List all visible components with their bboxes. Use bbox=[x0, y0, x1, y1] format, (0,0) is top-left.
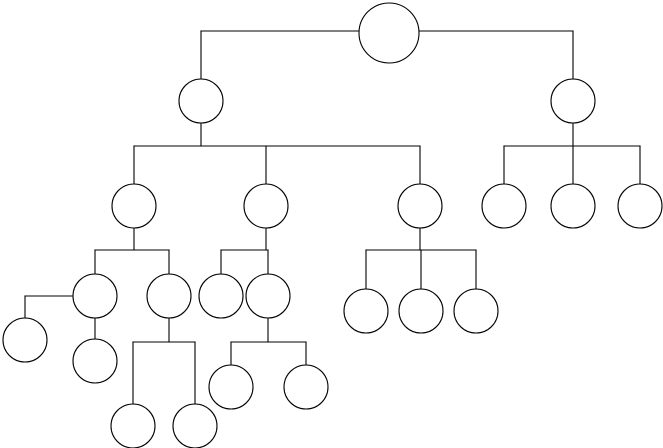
tree-edges bbox=[24, 30, 641, 405]
tree-node-n2 bbox=[550, 78, 596, 124]
tree-node-n5 bbox=[397, 183, 443, 229]
tree-node-n20 bbox=[208, 364, 254, 410]
tree-node-n12 bbox=[245, 273, 291, 319]
tree-node-n7 bbox=[550, 183, 596, 229]
tree-node-n3 bbox=[111, 183, 157, 229]
tree-node-n13 bbox=[343, 288, 389, 334]
tree-node-n4 bbox=[243, 183, 289, 229]
tree-node-n19 bbox=[172, 403, 218, 448]
tree-node-n1 bbox=[178, 78, 224, 124]
tree-node-n8 bbox=[617, 183, 663, 229]
tree-node-n9 bbox=[72, 273, 118, 319]
tree-node-n16 bbox=[2, 317, 48, 363]
tree-node-n0 bbox=[358, 2, 420, 64]
tree-node-n15 bbox=[453, 288, 499, 334]
tree-node-n6 bbox=[481, 183, 527, 229]
tree-node-n11 bbox=[198, 273, 244, 319]
tree-node-n14 bbox=[398, 288, 444, 334]
tree-node-n18 bbox=[110, 403, 156, 448]
tree-node-n21 bbox=[283, 364, 329, 410]
tree-node-n10 bbox=[146, 273, 192, 319]
tree-node-n17 bbox=[72, 338, 118, 384]
